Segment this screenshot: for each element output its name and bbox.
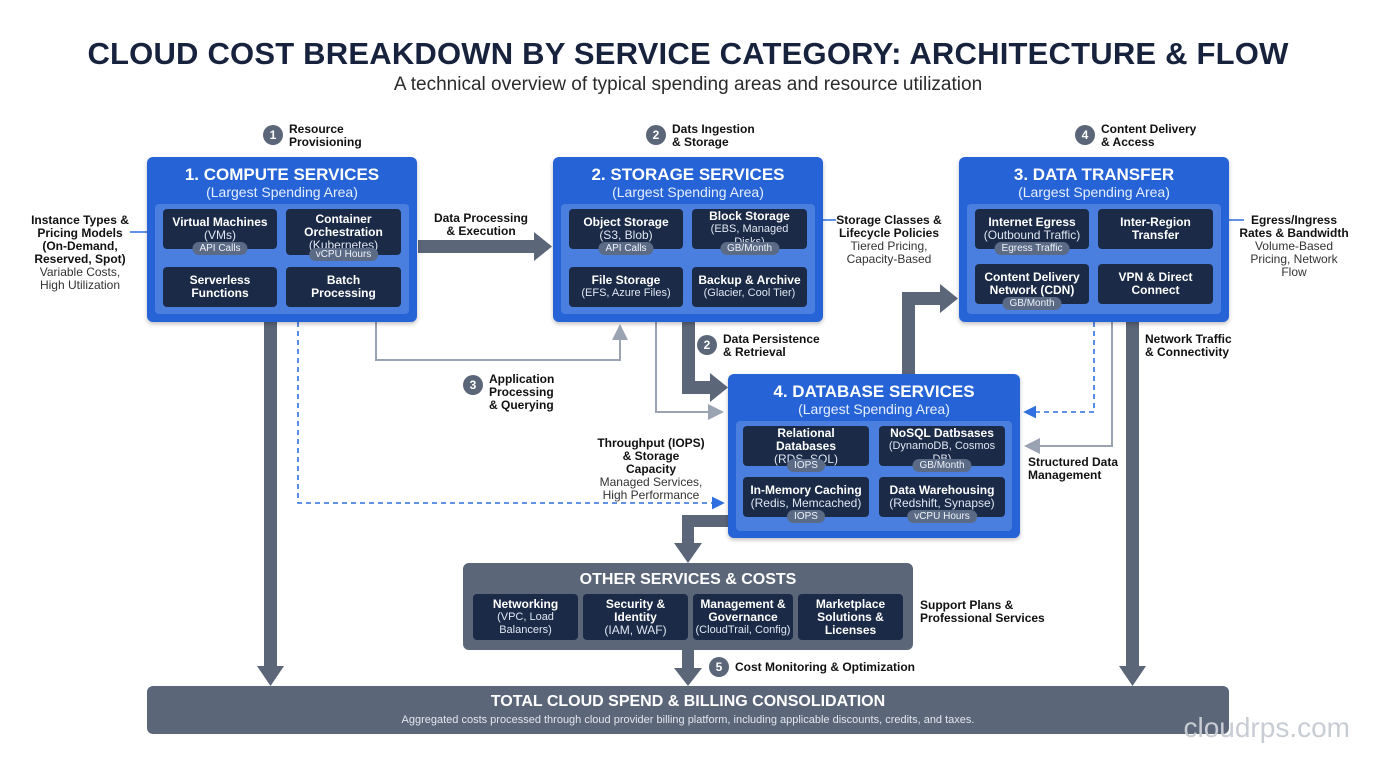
service-card: Virtual Machines (VMs) API Calls	[163, 209, 277, 255]
panel-inner: Object Storage (S3, Blob) API Calls Bloc…	[561, 204, 815, 314]
service-card: Security & Identity (IAM, WAF)	[583, 594, 688, 640]
metric-badge: Egress Traffic	[994, 242, 1070, 255]
metric-badge: vCPU Hours	[308, 248, 379, 261]
panel-inner: Relational Databases (RDS, SQL) IOPS NoS…	[736, 421, 1012, 531]
compute-services-panel: 1. COMPUTE SERVICES (Largest Spending Ar…	[147, 157, 417, 322]
metric-badge: vCPU Hours	[907, 510, 977, 523]
panel-subtitle: (Largest Spending Area)	[206, 184, 358, 200]
dashed-connectors	[297, 322, 1095, 510]
metric-badge: API Calls	[192, 242, 248, 255]
panel-title: 3. DATA TRANSFER	[1013, 165, 1175, 184]
step-label: Data Persistence& Retrieval	[723, 332, 820, 359]
service-card: Backup & Archive (Glacier, Cool Tier)	[692, 267, 807, 307]
service-card: Relational Databases (RDS, SQL) IOPS	[743, 426, 869, 472]
database-services-panel: 4. DATABASE SERVICES (Largest Spending A…	[728, 374, 1020, 538]
panel-title: OTHER SERVICES & COSTS	[579, 571, 797, 588]
metric-badge: GB/Month	[719, 242, 780, 255]
other-services-panel: OTHER SERVICES & COSTS Networking (VPC, …	[463, 563, 913, 650]
service-card: In-Memory Caching (Redis, Memcached) IOP…	[743, 477, 869, 523]
step-marker: 2	[697, 335, 717, 355]
panel-subtitle: (Largest Spending Area)	[612, 184, 764, 200]
step-marker: 4	[1075, 125, 1095, 145]
service-card: Inter-Region Transfer	[1098, 209, 1213, 249]
service-card: Batch Processing	[286, 267, 401, 307]
thin-connectors	[375, 322, 1113, 454]
service-card: Serverless Functions	[163, 267, 277, 307]
metric-badge: GB/Month	[912, 459, 972, 472]
service-card: Marketplace Solutions & Licenses	[798, 594, 903, 640]
service-card: NoSQL Datbsases (DynamoDB, Cosmos DB) GB…	[879, 426, 1005, 472]
service-card: VPN & Direct Connect	[1098, 264, 1213, 304]
step-marker: 1	[263, 125, 283, 145]
step-marker: 5	[709, 657, 729, 677]
panel-title: 2. STORAGE SERVICES	[591, 165, 785, 184]
step-marker: 3	[463, 375, 483, 395]
annotation-throughput: Throughput (IOPS)& Storage Capacity Mana…	[597, 436, 705, 502]
metric-badge: IOPS	[787, 459, 825, 472]
page-subtitle: A technical overview of typical spending…	[393, 74, 983, 95]
metric-badge: IOPS	[787, 510, 825, 523]
step-label: Cost Monitoring & Optimization	[735, 660, 915, 674]
watermark: cloudrps.com	[1183, 712, 1350, 743]
data-transfer-panel: 3. DATA TRANSFER (Largest Spending Area)…	[959, 157, 1229, 322]
panel-title: 1. COMPUTE SERVICES	[184, 165, 380, 184]
service-card: Content Delivery Network (CDN) GB/Month	[975, 264, 1089, 310]
service-card: File Storage (EFS, Azure Files)	[569, 267, 683, 307]
step-marker: 2	[646, 125, 666, 145]
page-title: CLOUD COST BREAKDOWN BY SERVICE CATEGORY…	[87, 36, 1289, 71]
total-billing-bar: TOTAL CLOUD SPEND & BILLING CONSOLIDATIO…	[147, 686, 1229, 734]
panel-inner: Virtual Machines (VMs) API Calls Contain…	[155, 204, 409, 314]
service-card: Container Orchestration (Kubernetes) vCP…	[286, 209, 401, 261]
service-card: Management & Governance (CloudTrail, Con…	[693, 594, 793, 640]
annotation-storage-classes: Storage Classes &Lifecycle Policies Tier…	[836, 213, 942, 266]
annotation-network-traffic: Network Traffic& Connectivity	[1145, 332, 1232, 359]
storage-services-panel: 2. STORAGE SERVICES (Largest Spending Ar…	[553, 157, 823, 322]
service-card: Networking (VPC, Load Balancers)	[473, 594, 578, 640]
metric-badge: API Calls	[598, 242, 654, 255]
panel-subtitle: (Largest Spending Area)	[798, 401, 950, 417]
annotation-data-processing: Data Processing& Execution	[433, 211, 529, 238]
panel-subtitle: (Largest Spending Area)	[1018, 184, 1170, 200]
total-subtitle: Aggregated costs processed through cloud…	[401, 714, 975, 726]
main-flow-arrows	[257, 232, 1146, 686]
service-card: Block Storage (EBS, Managed Disks) GB/Mo…	[692, 209, 807, 255]
panel-title: 4. DATABASE SERVICES	[773, 382, 975, 401]
annotation-instance-types: Instance Types &Pricing Models(On-Demand…	[31, 213, 129, 292]
step-label: Content Delivery& Access	[1101, 122, 1197, 149]
panel-inner: Internet Egress (Outbound Traffic) Egres…	[967, 204, 1221, 314]
annotation-support-plans: Support Plans &Professional Services	[920, 598, 1045, 625]
service-card: Object Storage (S3, Blob) API Calls	[569, 209, 683, 255]
service-card: Internet Egress (Outbound Traffic) Egres…	[975, 209, 1089, 255]
step-label: Dats Ingestion& Storage	[672, 122, 755, 149]
metric-badge: GB/Month	[1002, 297, 1062, 310]
total-title: TOTAL CLOUD SPEND & BILLING CONSOLIDATIO…	[490, 693, 886, 710]
service-card: Data Warehousing (Redshift, Synapse) vCP…	[879, 477, 1005, 523]
